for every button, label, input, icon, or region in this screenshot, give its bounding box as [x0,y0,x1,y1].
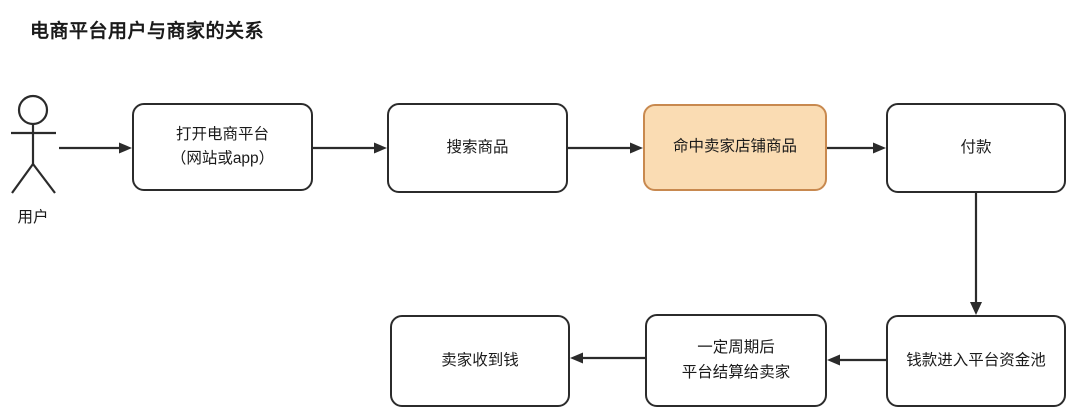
node-search-product-line1: 搜索商品 [446,138,509,156]
arrow-hit-product-to-payment [827,142,886,154]
node-hit-seller-shop-product-line1: 命中卖家店铺商品 [672,138,797,156]
node-platform-settles-to-seller-line2: 平台结算给卖家 [681,363,791,381]
node-payment-line1: 付款 [960,138,992,156]
node-money-into-platform-pool[interactable]: 钱款进入平台资金池 [886,315,1066,407]
node-money-into-platform-pool-line1: 钱款进入平台资金池 [906,351,1046,369]
node-platform-settles-to-seller[interactable]: 一定周期后 平台结算给卖家 [645,314,827,407]
arrow-payment-to-money-pool [970,193,982,315]
arrow-actor-to-open-platform [59,142,132,154]
node-seller-receives-money-line1: 卖家收到钱 [441,351,519,369]
node-platform-settles-to-seller-line1: 一定周期后 [697,339,775,357]
node-payment[interactable]: 付款 [886,103,1066,193]
node-search-product[interactable]: 搜索商品 [387,103,568,193]
arrow-search-to-hit-product [568,142,643,154]
stick-figure-icon [11,94,56,194]
node-open-platform-line1: 打开电商平台 [175,125,269,143]
page-title: 电商平台用户与商家的关系 [30,21,265,42]
node-open-platform[interactable]: 打开电商平台 （网站或app） [132,103,313,191]
node-open-platform-line2: （网站或app） [170,150,275,167]
actor-label: 用户 [17,209,49,226]
node-hit-seller-shop-product[interactable]: 命中卖家店铺商品 [643,104,827,191]
arrow-settlement-to-seller-receives [570,352,645,364]
node-seller-receives-money[interactable]: 卖家收到钱 [390,315,570,407]
arrow-open-platform-to-search [313,142,387,154]
arrow-money-pool-to-settlement [827,354,886,366]
